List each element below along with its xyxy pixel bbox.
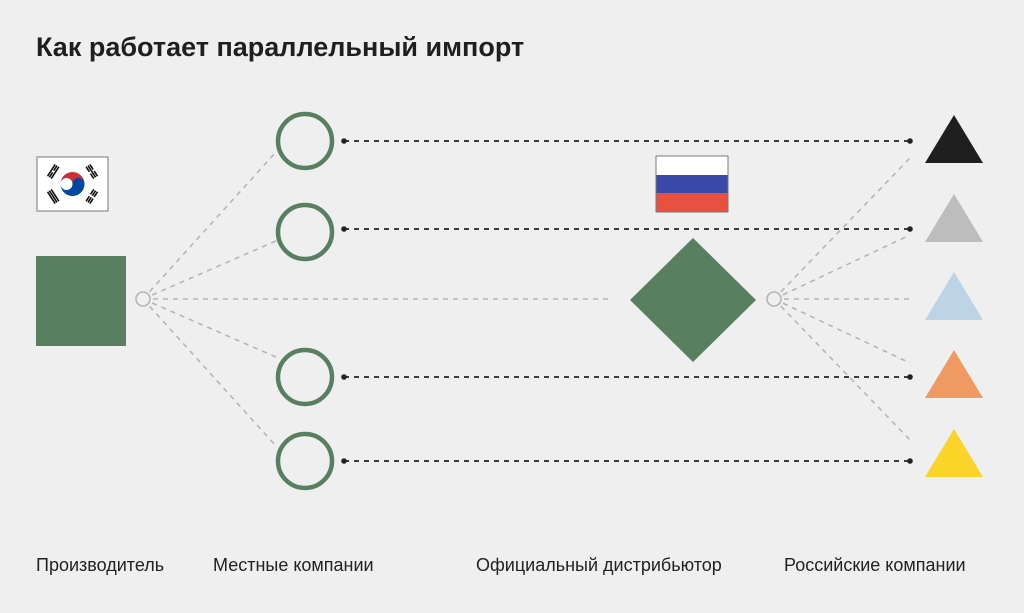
russian-company-orange — [925, 350, 983, 398]
local-companies — [275, 111, 335, 491]
distributor-diamond — [630, 238, 756, 362]
local-company-4 — [275, 431, 335, 491]
local-company-3 — [275, 347, 335, 407]
parallel-import-lines — [344, 140, 910, 462]
label-local-companies: Местные компании — [213, 555, 374, 575]
south-korea-flag — [36, 156, 109, 212]
local-company-1 — [275, 111, 335, 171]
producer-fan-lines — [142, 151, 612, 447]
label-producer: Производитель — [36, 555, 165, 575]
label-official-distributor: Официальный дистрибьютор — [476, 555, 722, 575]
russian-company-lightblue — [925, 272, 983, 320]
producer-hub-node — [135, 291, 151, 307]
label-russian-companies: Российские компании — [784, 555, 966, 575]
russia-flag — [655, 155, 729, 213]
russian-companies — [925, 115, 983, 477]
russian-company-black — [925, 115, 983, 163]
distributor-fan-lines — [773, 157, 911, 441]
local-company-2 — [275, 202, 335, 262]
page-title: Как работает параллельный импорт — [36, 32, 525, 62]
russian-company-gray — [925, 194, 983, 242]
line-end-dots — [341, 138, 913, 464]
producer-square — [36, 256, 126, 346]
russian-company-yellow — [925, 429, 983, 477]
distributor-hub-node — [766, 291, 782, 307]
